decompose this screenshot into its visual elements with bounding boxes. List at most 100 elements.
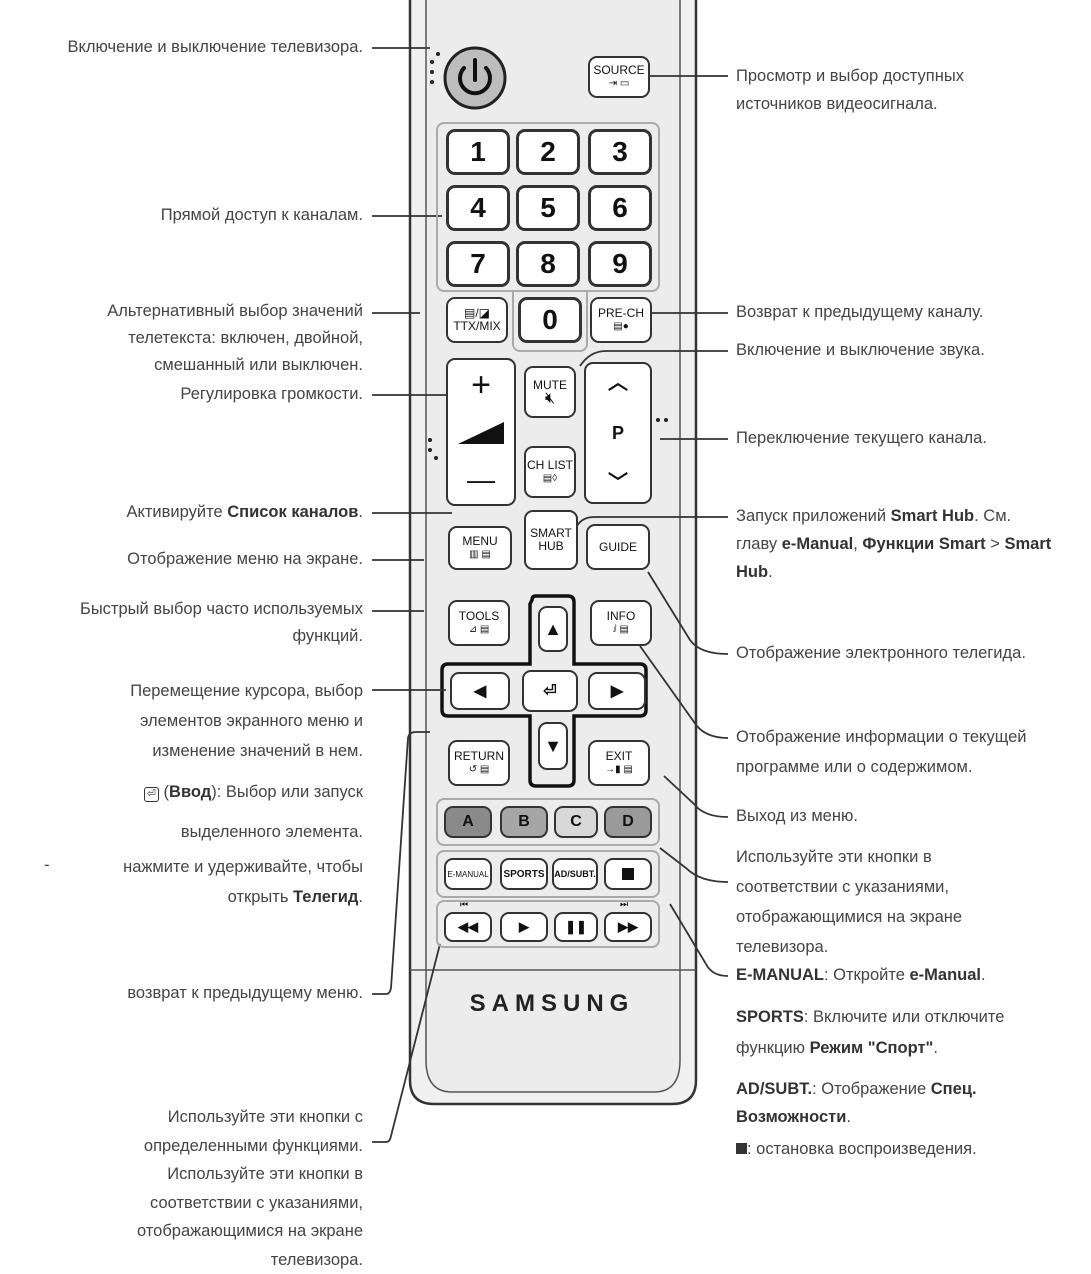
fast-forward-button[interactable]: ▶▶ (604, 912, 652, 942)
pause-icon: ❚❚ (565, 919, 587, 934)
arrow-up-button[interactable]: ▲ (538, 606, 568, 652)
label-channel-list: Активируйте Список каналов. (126, 503, 363, 521)
arrow-down-button[interactable]: ▼ (538, 722, 568, 770)
number-key-3[interactable]: 3 (588, 129, 652, 175)
number-key-9[interactable]: 9 (588, 241, 652, 287)
pre-ch-button[interactable]: PRE-CH ▤● (590, 297, 652, 343)
enter-key-icon: ⏎ (143, 787, 159, 802)
label-guide: Отображение электронного телегида. (736, 644, 1026, 662)
play-button[interactable]: ▶ (500, 912, 548, 942)
return-button[interactable]: RETURN ↺ ▤ (448, 740, 510, 786)
arrow-right-button[interactable]: ▶ (588, 672, 646, 710)
smart-hub-button[interactable]: SMART HUB (524, 510, 578, 570)
source-input-icon: ⇥ ▭ (608, 78, 630, 89)
rewind-icon: ◀◀ (458, 919, 478, 934)
mute-label: MUTE (533, 378, 567, 392)
arrow-left-button[interactable]: ◀ (450, 672, 510, 710)
stop-icon (622, 868, 634, 880)
menu-button[interactable]: MENU ▥ ▤ (448, 526, 512, 570)
label-enter: ⏎ (Ввод): Выбор или запуск выделенного э… (143, 772, 363, 852)
enter-icon: ⏎ (543, 683, 557, 700)
mute-button[interactable]: MUTE 🔇︎ (524, 366, 576, 418)
zero-key-group (512, 290, 588, 352)
volume-up[interactable]: + (471, 366, 491, 404)
stop-square-icon (736, 1143, 747, 1154)
number-key-7[interactable]: 7 (446, 241, 510, 287)
number-key-0[interactable]: 0 (518, 297, 582, 343)
channel-up-icon[interactable]: ︿ (608, 372, 628, 394)
tools-button[interactable]: TOOLS ⊿ ▤ (448, 600, 510, 646)
label-tools: Быстрый выбор часто используемых функций… (79, 600, 363, 645)
sports-button[interactable]: SPORTS (500, 858, 548, 890)
label-sports: SPORTS: Включите или отключите функцию Р… (736, 1008, 1005, 1057)
function-keys-group (436, 850, 660, 898)
pause-button[interactable]: ❚❚ (554, 912, 598, 942)
number-key-6[interactable]: 6 (588, 185, 652, 231)
label-info: Отображение информации о текущей програм… (736, 728, 1027, 776)
ch-list-label: CH LIST (526, 458, 573, 472)
channel-p-label: P (611, 422, 624, 443)
tactile-dots (428, 52, 668, 460)
color-key-d[interactable]: D (604, 806, 652, 838)
label-smart-hub: Запуск приложений Smart Hub. См. главу e… (736, 507, 1052, 581)
label-stop: : остановка воспроизведения. (736, 1136, 977, 1163)
skip-forward-icon: ⏭ (620, 899, 629, 909)
label-teletext: Альтернативный выбор значений телетекста… (107, 298, 363, 379)
guide-label: GUIDE (598, 539, 637, 554)
label-hold: нажмите и удерживайте, чтобы открыть Тел… (123, 858, 363, 906)
channel-down-icon[interactable]: ﹀ (608, 472, 628, 494)
menu-label: MENU (462, 534, 498, 548)
pre-ch-label: PRE-CH (597, 306, 644, 320)
dpad-frame (440, 594, 648, 788)
label-mute: Включение и выключение звука. (736, 341, 985, 359)
power-icon (458, 58, 492, 96)
info-button[interactable]: INFO ⅈ ▤ (590, 600, 652, 646)
color-key-c[interactable]: C (554, 806, 598, 838)
label-exit: Выход из меню. (736, 807, 858, 825)
channel-rocker[interactable]: ︿ P ﹀ (584, 362, 652, 504)
label-navigation: Перемещение курсора, выбор элементов экр… (130, 682, 363, 760)
media-keys-group (436, 900, 660, 948)
exit-label: EXIT (605, 749, 633, 763)
return-icon: ↺ ▤ (468, 764, 490, 775)
guide-button[interactable]: GUIDE (586, 524, 650, 570)
hub-label: HUB (538, 539, 564, 553)
number-key-8[interactable]: 8 (516, 241, 580, 287)
e-manual-button[interactable]: E-MANUAL (444, 858, 492, 890)
brand-logo: SAMSUNG (469, 990, 635, 1017)
exit-button[interactable]: EXIT →▮ ▤ (588, 740, 650, 786)
number-key-1[interactable]: 1 (446, 129, 510, 175)
ttx-mix-button[interactable]: ▤/◪ TTX/MIX (446, 297, 508, 343)
label-teletext-line3: смешанный или выключен. (154, 356, 363, 374)
number-key-5[interactable]: 5 (516, 185, 580, 231)
volume-down[interactable]: — (467, 464, 495, 495)
menu-icon: ▥ ▤ (469, 549, 491, 560)
rewind-button[interactable]: ◀◀ (444, 912, 492, 942)
volume-rocker[interactable]: + — (446, 358, 516, 506)
label-direct-access: Прямой доступ к каналам. (160, 206, 363, 224)
source-button[interactable]: SOURCE ⇥ ▭ (588, 56, 650, 98)
ad-subt-button[interactable]: AD/SUBT. (552, 858, 598, 890)
ttx-label: TTX/MIX (453, 319, 501, 333)
label-return: возврат к предыдущему меню. (127, 984, 363, 1002)
enter-button[interactable]: ⏎ (522, 670, 578, 712)
ch-list-button[interactable]: CH LIST ▤◊ (524, 446, 576, 498)
number-key-4[interactable]: 4 (446, 185, 510, 231)
play-icon: ▶ (519, 919, 529, 934)
callout-lines-left (372, 47, 452, 1143)
label-source: Просмотр и выбор доступных источников ви… (736, 67, 964, 113)
smart-label: SMART (530, 526, 572, 540)
remote-control: SOURCE ⇥ ▭ 1 2 3 4 5 6 7 8 9 0 ▤/◪ TTX/M… (408, 0, 696, 1105)
label-hold-dash: - (44, 856, 50, 874)
source-label: SOURCE (593, 63, 645, 77)
stop-button[interactable] (604, 858, 652, 890)
label-power: Включение и выключение телевизора. (67, 38, 363, 56)
number-pad-group (436, 122, 660, 292)
color-key-b[interactable]: B (500, 806, 548, 838)
speaker-muted-icon: 🔇︎ (544, 390, 556, 407)
label-color-keys: Используйте эти кнопки в соответствии с … (736, 848, 963, 956)
info-label: INFO (606, 609, 636, 623)
number-key-2[interactable]: 2 (516, 129, 580, 175)
ch-list-icon: ▤◊ (542, 473, 558, 484)
color-key-a[interactable]: A (444, 806, 492, 838)
